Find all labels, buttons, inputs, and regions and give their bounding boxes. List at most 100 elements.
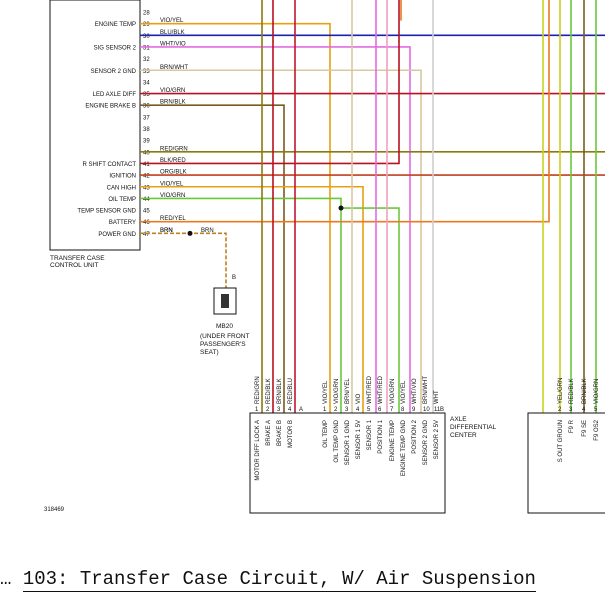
tcm-pin-number: 28 — [143, 11, 150, 17]
tcm-pin-number: 42 — [143, 174, 150, 180]
splice-dot — [338, 205, 344, 211]
right-pin-number: 5 — [594, 407, 598, 413]
axle-pin-number: 4 — [356, 407, 360, 413]
tcm-pin-function: IGNITION — [109, 174, 136, 180]
axle-wire-label: RED/BLK — [266, 378, 272, 404]
axle-pin-function: BRAKE B — [277, 420, 283, 446]
tcm-wire-label: VIO/YEL — [160, 18, 184, 24]
tcm-pin-number: 38 — [143, 127, 150, 133]
tcm-pin-number: 37 — [143, 115, 150, 121]
caption-prefix: … — [0, 568, 23, 590]
axle-pin-number: 11 — [434, 407, 441, 413]
tcm-pin-function: SENSOR 2 GND — [91, 69, 137, 75]
axle-pin-number: 3 — [345, 407, 349, 413]
ground-name: MB20 — [216, 323, 233, 330]
tcm-pin-function: CAN HIGH — [107, 185, 136, 191]
figure-id: 318469 — [44, 507, 65, 513]
right-pin-number: 3 — [569, 407, 573, 413]
axle-wire-label: BRN/YEL — [345, 378, 351, 404]
figure-caption: … 103: Transfer Case Circuit, W/ Air Sus… — [0, 568, 605, 594]
axle-wire-label: BRN/WHT — [423, 376, 429, 404]
wire-oil-temp-branch — [341, 207, 400, 413]
wire-power-gnd — [140, 232, 227, 288]
axle-pin-function: MOTOR B — [288, 420, 294, 448]
wire-engine-temp — [140, 22, 331, 413]
ground-desc-line2: PASSENGER'S — [200, 341, 246, 348]
tcm-pin-number: 32 — [143, 57, 150, 63]
right-wire-label: YEL/GRN — [558, 378, 564, 404]
axle-pin-number: 6 — [378, 407, 382, 413]
tcm-pin-number: 34 — [143, 80, 150, 86]
right-pin-number: 2 — [558, 407, 562, 413]
tcm-wire-label: BLU/BLK — [160, 30, 185, 36]
axle-pin-function: POSITION 2 — [412, 419, 418, 453]
axle-pin-number: 4 — [288, 407, 292, 413]
tcm-name-line2: CONTROL UNIT — [50, 262, 99, 269]
tcm-wire-label: BLK/RED — [160, 158, 186, 164]
wire-r-shift-contact — [140, 0, 400, 165]
axle-pin-number: B — [440, 407, 444, 413]
tcm-pin-number: 36 — [143, 104, 150, 110]
tcm-pin-number: 46 — [143, 220, 150, 226]
tcm-pin-number: 35 — [143, 92, 150, 98]
tcm-pin-number: 33 — [143, 69, 150, 75]
axle-wire-label: RED/BLU — [288, 378, 294, 404]
axle-wire-label: WHT/RED — [367, 375, 373, 404]
axle-pin-number: 2 — [334, 407, 338, 413]
ground-mb20: B MB20 (UNDER FRONT PASSENGER'S SEAT) — [200, 275, 249, 356]
tcm-wire-label: RED/YEL — [160, 216, 186, 222]
tcm-pin-function: SIG SENSOR 2 — [94, 45, 137, 51]
tcm-pin-number: 45 — [143, 209, 150, 215]
axle-pin-function: SENSOR 1 5V — [356, 420, 362, 459]
tcm-wire-label: VIO/GRN — [160, 193, 185, 199]
tcm-pin-function: BATTERY — [109, 220, 136, 226]
tcm-name-line1: TRANSFER CASE — [50, 255, 105, 262]
axle-pin-function: SENSOR 1 — [367, 419, 373, 450]
wire-sensor-2-gnd — [140, 69, 422, 413]
tcm-wire-label: BRN — [160, 228, 173, 234]
axle-wire-label: WHT — [434, 390, 440, 404]
axle-pin-function: SENSOR 1 GND — [345, 419, 351, 465]
tcm-pin-function: OIL TEMP — [108, 197, 136, 203]
tcm-pin-function: ENGINE BRAKE B — [85, 104, 136, 110]
tcm-pin-number: 41 — [143, 162, 150, 168]
ground-block — [213, 287, 237, 315]
tcm-pin-function: R SHIFT CONTACT — [83, 162, 137, 168]
caption-text: 103: Transfer Case Circuit, W/ Air Suspe… — [22, 568, 536, 592]
axle-pin-function: ENGINE TEMP GND — [401, 419, 407, 476]
axle-wire-label: WHT/RED — [378, 375, 384, 404]
axle-pin-number: 8 — [401, 407, 405, 413]
tcm-pin-number: 39 — [143, 139, 150, 145]
right-connector-box — [527, 412, 605, 514]
tcm-pin-function: POWER GND — [98, 232, 136, 238]
tcm-pin-number: 29 — [143, 22, 150, 28]
wire-oil-temp — [140, 197, 342, 413]
wire-battery — [140, 0, 550, 223]
axle-pin-number: 9 — [412, 407, 416, 413]
tcm-pin-number: 31 — [143, 45, 150, 51]
axle-pin-function: BRAKE A — [266, 420, 272, 446]
axle-wire-label: VIO/GRN — [390, 379, 396, 404]
axle-pin-function: POSITION 1 — [378, 419, 384, 453]
axle-pin-number: 2 — [266, 407, 270, 413]
axle-pin-number: A — [299, 407, 303, 413]
right-wire-label: RED/BLK — [569, 378, 575, 404]
ground-desc-line1: (UNDER FRONT — [200, 333, 249, 340]
ground-pin: B — [232, 275, 236, 281]
axle-pin-function: OIL TEMP — [323, 420, 329, 448]
right-wire-label: VIO/GRN — [594, 379, 600, 404]
ground-desc-line3: SEAT) — [200, 349, 219, 356]
wire-can-high — [140, 185, 364, 413]
axle-wire-label: BRN/BLK — [277, 378, 283, 404]
right-pin-function: S OUT GROUN — [558, 420, 564, 462]
axle-pin-function: SENSOR 2 5V — [434, 420, 440, 459]
right-pin-number: 4 — [582, 407, 586, 413]
tcm-wire-label: RED/GRN — [160, 146, 188, 152]
axle-pin-function: MOTOR DIFF LOCK A — [255, 420, 261, 481]
tcm-pin-number: 43 — [143, 185, 150, 191]
tcm-pin-number: 47 — [143, 232, 150, 238]
tcm-pin-function: TEMP SENSOR GND — [77, 209, 136, 215]
